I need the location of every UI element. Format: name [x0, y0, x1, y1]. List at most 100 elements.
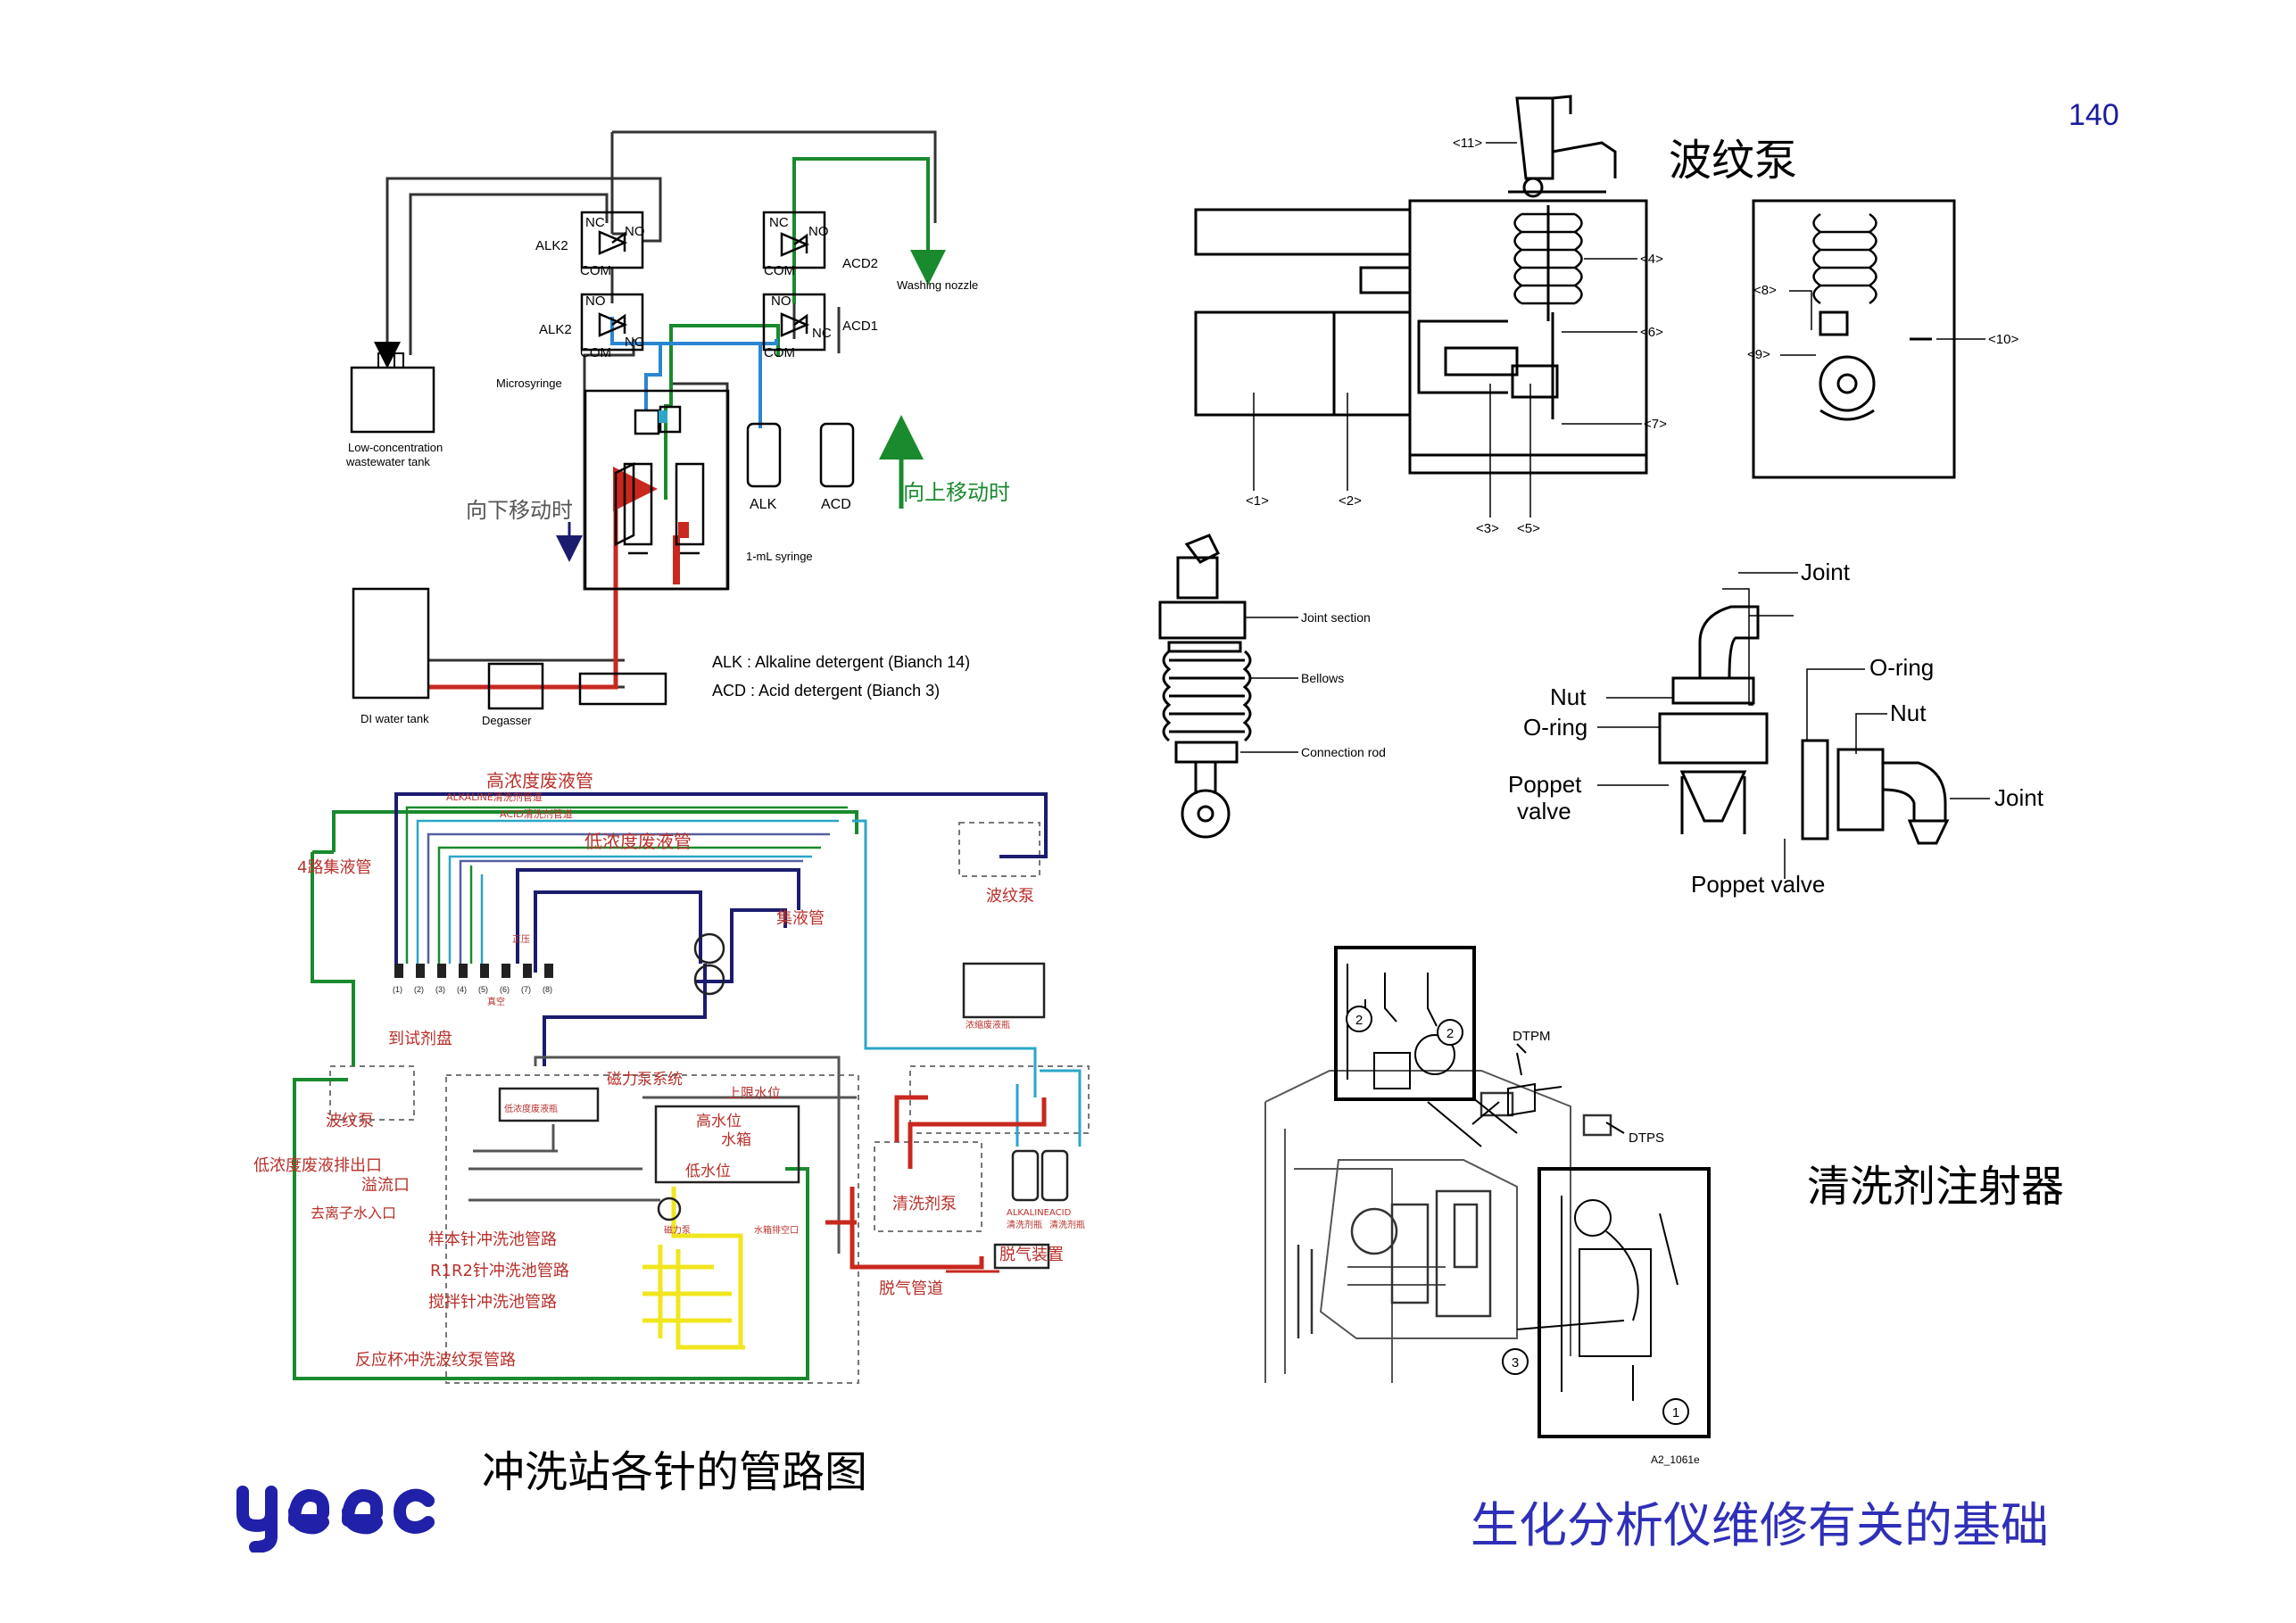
- label-conc-waste-bottle: 浓缩废液瓶: [966, 1019, 1010, 1031]
- svg-text:COM: COM: [764, 345, 795, 360]
- svg-text:COM: COM: [580, 263, 611, 278]
- valve-label-acd1: ACD1: [842, 319, 878, 334]
- svg-text:NO: NO: [808, 224, 829, 239]
- label-vacuum: 真空: [487, 996, 505, 1007]
- label-reaction-cup-line: 反应杯冲洗波纹泵管路: [355, 1351, 516, 1370]
- syringe-1ml-label: 1-mL syringe: [746, 550, 813, 563]
- degasser-label: Degasser: [482, 714, 532, 727]
- detergent-injector-caption: 清洗剂注射器: [1807, 1162, 2065, 1212]
- svg-text:NO: NO: [585, 294, 606, 309]
- legend-alk: ALK : Alkaline detergent (Bianch 14): [712, 653, 970, 671]
- callout-8: <8>: [1753, 283, 1777, 298]
- label-nut-right: Nut: [1890, 700, 1927, 726]
- alk-label: ALK: [750, 497, 777, 512]
- callout-3: <3>: [1476, 521, 1499, 536]
- callout-2b: 2: [1446, 1026, 1454, 1041]
- label-bellows: Bellows: [1301, 671, 1344, 685]
- label-acid-bottle: ACID: [1049, 1208, 1072, 1218]
- label-collector-4way: 4路集液管: [297, 858, 371, 877]
- callout-3: 3: [1512, 1355, 1519, 1370]
- svg-text:NO: NO: [625, 224, 645, 239]
- callout-4: <4>: [1640, 252, 1663, 267]
- label-acid-pipe: ACID清洗剂管道: [500, 807, 573, 820]
- label-r1r2-line: R1R2针冲洗池管路: [430, 1262, 569, 1280]
- label-joint-section: Joint section: [1301, 610, 1371, 625]
- callout-7: <7>: [1644, 417, 1667, 432]
- label-pressure: 正压: [512, 934, 530, 945]
- label-oring-right: O-ring: [1869, 654, 1934, 681]
- page-number: 140: [2068, 98, 2119, 132]
- label-low-waste-outlet: 低浓度废液排出口: [253, 1156, 382, 1175]
- callout-1: <1>: [1246, 493, 1269, 509]
- label-di-inlet: 去离子水入口: [311, 1205, 396, 1221]
- yeec-logo: yeec: [230, 1481, 435, 1553]
- svg-text:(7): (7): [521, 985, 531, 994]
- label-magnetic-pump: 磁力泵: [664, 1224, 691, 1236]
- svg-text:(4): (4): [457, 985, 467, 994]
- low-tank-label: Low-concentration: [348, 441, 443, 454]
- label-acid-bottle-cn: 清洗剂瓶: [1049, 1219, 1085, 1230]
- label-joint-right: Joint: [1994, 784, 2044, 811]
- svg-text:COM: COM: [580, 345, 611, 360]
- callout-2a: 2: [1355, 1013, 1363, 1028]
- svg-text:(1): (1): [393, 985, 402, 994]
- svg-text:(3): (3): [435, 985, 445, 994]
- svg-text:NO: NO: [771, 294, 792, 309]
- footer-title: 生化分析仪维修有关的基础: [1471, 1497, 2049, 1553]
- valve-label-alk2-bottom: ALK2: [539, 322, 572, 337]
- label-poppet-left-2: valve: [1517, 798, 1571, 824]
- pipe-diagram-caption: 冲洗站各针的管路图: [482, 1447, 868, 1497]
- label-poppet-left: Poppet: [1508, 771, 1582, 798]
- logo-text: yeec: [230, 1481, 233, 1482]
- label-detergent-pump: 清洗剂泵: [892, 1195, 957, 1213]
- callout-6: <6>: [1640, 325, 1663, 340]
- label-dtps: DTPS: [1629, 1130, 1664, 1146]
- svg-text:(8): (8): [543, 985, 552, 994]
- svg-text:NC: NC: [769, 215, 789, 230]
- callout-2: <2>: [1339, 493, 1362, 509]
- label-water-tank: 水箱: [721, 1131, 751, 1149]
- moving-up-label: 向上移动时: [903, 480, 1010, 505]
- legend-acd: ACD : Acid detergent (Bianch 3): [712, 682, 940, 700]
- low-tank-label-2: wastewater tank: [345, 455, 430, 468]
- label-high-conc-waste: 高浓度废液管: [486, 770, 593, 791]
- label-overflow: 溢流口: [361, 1176, 410, 1195]
- label-stirrer-line: 搅拌针冲洗池管路: [428, 1293, 557, 1312]
- label-connection-rod: Connection rod: [1301, 745, 1386, 759]
- callout-10: <10>: [1988, 332, 2018, 347]
- label-alkaline-bottle: ALKALINE: [1007, 1208, 1049, 1218]
- svg-text:(2): (2): [414, 985, 424, 994]
- label-alkaline-bottle-cn: 清洗剂瓶: [1007, 1219, 1042, 1230]
- svg-text:NC: NC: [812, 326, 832, 341]
- label-oring-left: O-ring: [1523, 714, 1587, 741]
- label-figure-code: A2_1061e: [1651, 1453, 1700, 1466]
- label-reagent-tray: 到试剂盘: [388, 1030, 452, 1048]
- valve-label-alk2-top: ALK2: [535, 238, 568, 253]
- label-high-level: 高水位: [696, 1113, 742, 1130]
- bellows-pump-caption: 波纹泵: [1669, 136, 1798, 186]
- callout-5: <5>: [1517, 521, 1540, 536]
- label-sample-probe-line: 样本针冲洗池管路: [428, 1230, 557, 1249]
- label-collector: 集液管: [776, 909, 825, 928]
- label-bellows-pump-right: 波纹泵: [986, 887, 1034, 906]
- label-joint-top: Joint: [1801, 559, 1851, 585]
- label-nut-left: Nut: [1550, 683, 1587, 710]
- callout-1: 1: [1672, 1405, 1679, 1420]
- label-degas-pipe: 脱气管道: [879, 1279, 943, 1298]
- label-poppet-bottom: Poppet valve: [1691, 871, 1825, 898]
- label-dtpm: DTPM: [1513, 1029, 1551, 1044]
- label-upper-limit: 上限水位: [727, 1085, 781, 1101]
- label-low-conc-waste: 低浓度废液管: [584, 831, 692, 852]
- svg-text:NC: NC: [585, 215, 605, 230]
- di-tank-label: DI water tank: [361, 712, 429, 725]
- label-tank-drain: 水箱排空口: [754, 1224, 799, 1236]
- acd-label: ACD: [821, 497, 851, 512]
- callout-11: <11>: [1453, 136, 1482, 151]
- label-low-waste-bottle: 低浓度废液瓶: [504, 1103, 558, 1114]
- label-bellows-pump-left: 波纹泵: [326, 1112, 374, 1130]
- washing-nozzle-label: Washing nozzle: [897, 278, 978, 292]
